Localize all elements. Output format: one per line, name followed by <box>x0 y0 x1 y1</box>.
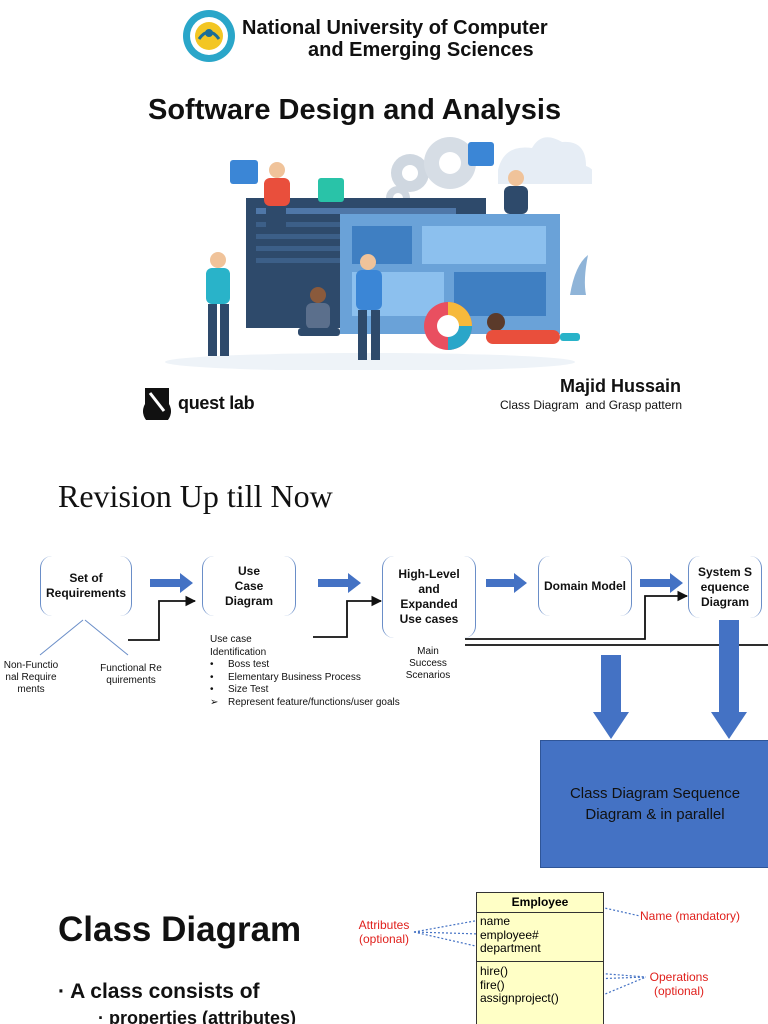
uml-attributes: name employee# department <box>477 913 603 962</box>
list-item: •Boss test <box>210 659 270 670</box>
attributes-annotation: Attributes (optional) <box>358 918 410 946</box>
course-title: Software Design and Analysis <box>148 94 562 126</box>
box-domain-model: Domain Model <box>538 556 632 616</box>
list-item: ➢Represent feature/functions/user goals <box>210 696 400 708</box>
title-slide: National University of Computer and Emer… <box>0 0 768 440</box>
uml-operation: fire() <box>480 977 505 992</box>
list-item: •Elementary Business Process <box>210 671 361 683</box>
flow-connectors <box>39 573 768 739</box>
university-logo-icon <box>183 10 235 62</box>
main-success-label: Main Success Scenarios <box>405 646 451 681</box>
software-team-illustration <box>165 137 592 370</box>
split-line-right <box>84 619 129 656</box>
class-diagram-slide: Class Diagram · A class consists of · pr… <box>0 880 768 1024</box>
uml-attribute: employee# <box>480 927 539 942</box>
lab-name: quest lab <box>178 393 255 413</box>
quest-lab-logo-icon <box>143 388 171 420</box>
author-name: Majid Hussain <box>560 376 682 396</box>
block-arrow-1 <box>150 573 193 593</box>
use-case-identification-list: Use case Identification •Boss test •Elem… <box>210 634 430 709</box>
list-heading: Use case Identification <box>210 634 267 658</box>
result-text: Class Diagram Sequence Diagram & in para… <box>569 785 741 823</box>
box-set-of-requirements: Set of Requirements <box>40 556 132 616</box>
uml-attribute: name <box>480 914 511 928</box>
box-system-sequence-diagram: System Sequence Diagram <box>688 556 762 618</box>
down-arrow-2 <box>711 620 747 739</box>
step-line-2 <box>313 595 383 638</box>
block-arrow-4 <box>640 573 683 593</box>
uml-class-name: Employee <box>477 893 603 913</box>
lecture-subtopic: Class Diagram and Grasp pattern <box>500 398 683 412</box>
slide-title: Class Diagram <box>58 910 302 949</box>
box-label: System Sequence Diagram <box>697 564 753 609</box>
uml-operations: hire() fire() assignproject() <box>477 962 603 1009</box>
uml-attribute: department <box>480 941 541 955</box>
uml-operation: assignproject() <box>480 991 559 1005</box>
box-label: Use Case Diagram <box>225 563 274 608</box>
slide-title: Revision Up till Now <box>58 478 333 514</box>
block-arrow-3 <box>486 573 527 593</box>
non-functional-label: Non-Functional Requirements <box>3 660 59 695</box>
box-label: High-Level and Expanded Use cases <box>398 567 460 626</box>
step-line-3 <box>465 590 689 640</box>
box-use-case-diagram: Use Case Diagram <box>202 556 296 616</box>
down-arrow-1 <box>593 655 629 739</box>
uml-class-box: Employee name employee# department hire(… <box>476 892 604 1024</box>
sub-bullet-text: · properties (attributes) <box>98 1008 297 1024</box>
bullet-text: · A class consists of <box>58 980 260 1003</box>
split-line-left <box>39 619 84 656</box>
step-line-1 <box>128 595 197 641</box>
name-annotation: Name (mandatory) <box>640 909 741 923</box>
annotation-leaders <box>413 901 647 998</box>
box-label: Set of Requirements <box>45 571 127 600</box>
box-expanded-use-cases: High-Level and Expanded Use cases <box>382 556 476 638</box>
block-arrow-2 <box>318 573 361 593</box>
operations-annotation: Operations (optional) <box>649 970 709 998</box>
box-label: Domain Model <box>543 578 626 593</box>
uml-operation: hire() <box>480 964 509 978</box>
functional-label: Functional Requirements <box>100 663 162 686</box>
university-name-line2: and Emerging Sciences <box>308 39 534 61</box>
revision-slide: Revision Up till Now Set of Requirements… <box>0 458 768 878</box>
result-box: Class Diagram Sequence Diagram & in para… <box>540 740 768 868</box>
list-item: •Size Test <box>210 684 269 695</box>
university-name-line1: National University of Computer <box>242 17 548 39</box>
